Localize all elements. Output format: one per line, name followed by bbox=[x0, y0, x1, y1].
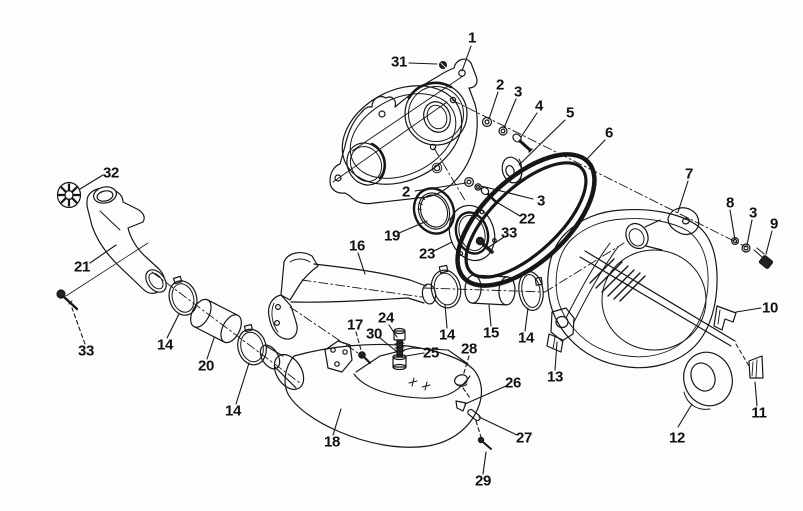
part-collar-12 bbox=[677, 346, 739, 412]
callout-8: 8 bbox=[725, 194, 735, 212]
callout-30: 30 bbox=[365, 325, 383, 343]
screw-33-left bbox=[57, 243, 148, 309]
bolt-4 bbox=[511, 132, 532, 152]
part-vent-cap-32 bbox=[58, 183, 81, 208]
assembly-centerlines bbox=[152, 100, 746, 383]
valve-stack-24-30-25 bbox=[392, 329, 407, 370]
callout-16: 16 bbox=[348, 237, 366, 255]
cover-port bbox=[622, 220, 653, 253]
callout-18: 18 bbox=[323, 433, 341, 451]
part-swing-arm-16 bbox=[269, 253, 437, 339]
part-hose-20 bbox=[186, 296, 245, 346]
callout-11: 11 bbox=[751, 404, 767, 422]
callout-25: 25 bbox=[422, 344, 440, 362]
clamp-14d bbox=[516, 270, 545, 312]
callout-3-a: 3 bbox=[513, 83, 523, 101]
vent-louvers bbox=[590, 259, 645, 301]
silencer-inlet bbox=[256, 342, 309, 395]
callout-14-d: 14 bbox=[517, 329, 535, 347]
washer-3c bbox=[742, 244, 750, 252]
callout-1: 1 bbox=[467, 29, 477, 47]
callout-3-c: 3 bbox=[536, 192, 546, 210]
callout-32: 32 bbox=[102, 164, 120, 182]
part-outer-cover bbox=[547, 208, 717, 368]
part-bracket-10 bbox=[714, 306, 736, 330]
callout-33-a: 33 bbox=[500, 224, 518, 242]
callout-5: 5 bbox=[565, 104, 575, 122]
grommet-28 bbox=[453, 373, 469, 387]
callout-33-b: 33 bbox=[77, 342, 95, 360]
pin-27 bbox=[467, 408, 481, 422]
callout-28: 28 bbox=[460, 340, 478, 358]
part-drive-belt bbox=[435, 131, 617, 308]
part-wedge-11 bbox=[749, 356, 763, 378]
callout-26: 26 bbox=[504, 374, 522, 392]
part-inner-cover-plate bbox=[325, 59, 478, 204]
part-bracket-17 bbox=[325, 341, 352, 372]
callout-4: 4 bbox=[534, 97, 544, 115]
part-elbow-duct-21 bbox=[87, 185, 170, 296]
callout-7: 7 bbox=[684, 165, 694, 183]
callout-3-b: 3 bbox=[748, 204, 758, 222]
callout-13: 13 bbox=[546, 368, 564, 386]
callout-20: 20 bbox=[197, 357, 215, 375]
callout-12: 12 bbox=[668, 429, 686, 447]
screw-17 bbox=[359, 352, 370, 363]
bolt-9 bbox=[754, 248, 774, 269]
callout-10: 10 bbox=[761, 299, 779, 317]
callout-9: 9 bbox=[769, 215, 779, 233]
leader-lines bbox=[72, 46, 772, 474]
callout-6: 6 bbox=[604, 124, 614, 142]
callout-31: 31 bbox=[390, 53, 408, 71]
clamp-14b bbox=[233, 323, 270, 368]
callout-15: 15 bbox=[482, 324, 500, 342]
callout-2-b: 2 bbox=[401, 183, 411, 201]
screw-31 bbox=[440, 62, 447, 69]
callout-27: 27 bbox=[515, 429, 533, 447]
callout-21: 21 bbox=[73, 258, 91, 276]
callout-2-a: 2 bbox=[495, 76, 505, 94]
nut-3a bbox=[499, 127, 507, 135]
callout-23: 23 bbox=[418, 245, 436, 263]
screw-33-center bbox=[476, 237, 492, 252]
clamp-14a bbox=[164, 275, 202, 318]
washer-2b bbox=[465, 178, 474, 187]
callout-22: 22 bbox=[518, 210, 536, 228]
clip-26 bbox=[456, 401, 466, 411]
callout-24: 24 bbox=[377, 309, 395, 327]
callout-14-a: 14 bbox=[156, 336, 174, 354]
callout-14-c: 14 bbox=[438, 326, 456, 344]
part-silencer-18 bbox=[256, 342, 481, 447]
callout-17: 17 bbox=[346, 316, 364, 334]
nut-3b bbox=[475, 184, 481, 190]
screw-29 bbox=[478, 437, 491, 449]
callout-14-b: 14 bbox=[224, 402, 242, 420]
callout-29: 29 bbox=[474, 472, 492, 490]
callout-19: 19 bbox=[383, 227, 401, 245]
part-bearing-flange-23 bbox=[442, 200, 501, 267]
part-axle-bar bbox=[580, 251, 749, 366]
